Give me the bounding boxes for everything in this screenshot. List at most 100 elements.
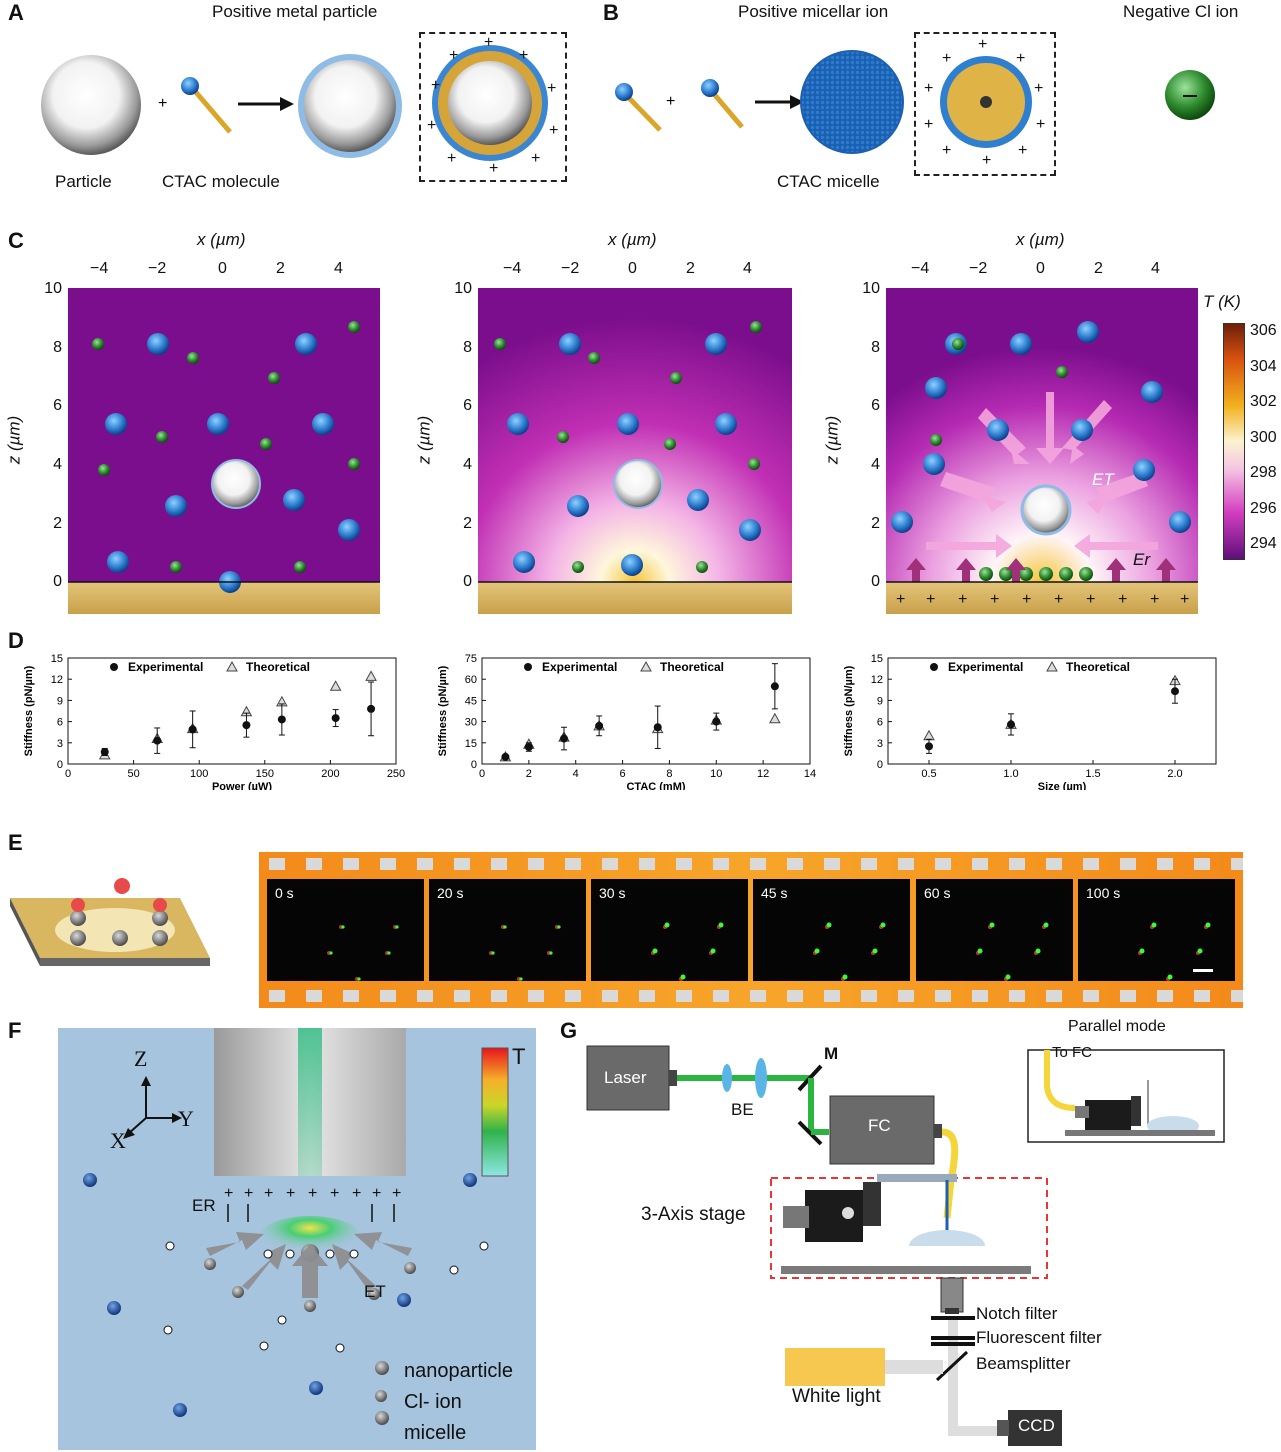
c2-x-ticks: −4 −2 0 2 4: [478, 260, 790, 280]
f-axis-x: X: [110, 1128, 126, 1153]
y-tick-label: 12: [871, 674, 883, 686]
green-spot: [1035, 948, 1041, 954]
film-hole: [306, 858, 322, 870]
c1-z-tick: 2: [53, 515, 62, 532]
x-tick-label: 200: [321, 768, 339, 780]
film-hole: [528, 990, 544, 1002]
green-spot: [329, 951, 333, 955]
c2-z-tick: 8: [463, 339, 472, 356]
experimental-point: [925, 742, 933, 751]
c1-x-tick: −2: [148, 260, 167, 277]
c2-z-tick: 10: [454, 280, 472, 297]
svg-text:+: +: [990, 591, 999, 608]
svg-text:+: +: [224, 1185, 233, 1202]
film-hole: [1231, 990, 1243, 1002]
experimental-point: [501, 752, 510, 761]
f-er-label: ER: [192, 1196, 216, 1215]
legend-theo-label: Theoretical: [1066, 660, 1130, 674]
stage-label: 3-Axis stage: [641, 1204, 746, 1225]
cbar-tick: 306: [1250, 322, 1277, 339]
panel-label-e: E: [8, 830, 23, 855]
electrostatic-arrows: [906, 558, 1176, 582]
x-tick-label: 50: [127, 768, 139, 780]
film-hole: [676, 990, 692, 1002]
frame-time: 100 s: [1086, 885, 1121, 901]
f-axis-y: Y: [178, 1106, 194, 1131]
c2-z-tick: 0: [463, 573, 472, 590]
legend-theo-marker: [226, 660, 238, 672]
et-text: ET: [1092, 470, 1114, 489]
c3-simulation: ++++ ++++ ++: [886, 288, 1198, 614]
f-et-label: ET: [364, 1282, 386, 1301]
experimental-point: [100, 747, 109, 756]
y-axis-label: Stiffness (pN/µm): [437, 665, 449, 756]
film-hole: [787, 858, 803, 870]
svg-text:+: +: [158, 95, 167, 112]
cbar-tick: 296: [1250, 500, 1277, 517]
svg-text:+: +: [1054, 591, 1063, 608]
y-tick-label: 30: [465, 717, 477, 729]
cbar-tick: 294: [1250, 535, 1277, 552]
film-hole: [454, 990, 470, 1002]
cl-ions: [163, 1241, 489, 1353]
film-hole: [750, 990, 766, 1002]
c1-z-tick: 8: [53, 339, 62, 356]
film-hole: [491, 990, 507, 1002]
c3-et-label: ET: [1092, 470, 1114, 490]
film-hole: [898, 858, 914, 870]
panel-b-illustration: +: [615, 50, 1215, 154]
green-spot: [1005, 974, 1011, 980]
colorbar-ticks: 306 304 302 300 298 296 294: [1250, 322, 1280, 562]
svg-text:+: +: [958, 591, 967, 608]
panel-label-d: D: [8, 628, 24, 653]
micelles: [204, 1258, 416, 1425]
fc-label: FC: [868, 1116, 891, 1135]
film-hole: [1120, 858, 1136, 870]
reaction-arrow: [238, 97, 294, 111]
svg-text:+: +: [1180, 591, 1189, 608]
green-spot: [989, 922, 995, 928]
ctac-molecule-2: [701, 79, 744, 129]
film-hole: [528, 858, 544, 870]
x-tick-label: 2.0: [1167, 768, 1182, 780]
green-spot: [664, 922, 670, 928]
c1-x-tick: −4: [90, 260, 109, 277]
c3-z-tick: 2: [871, 515, 880, 532]
thermophoretic-arrows: [206, 1232, 412, 1298]
experimental-point: [770, 682, 779, 691]
svg-text:+: +: [1150, 591, 1159, 608]
y-tick-label: 0: [471, 759, 477, 771]
c2-x-tick: 2: [686, 260, 695, 277]
svg-text:+: +: [1086, 591, 1095, 608]
experimental-point: [367, 704, 376, 713]
svg-text:+: +: [308, 1185, 317, 1202]
green-spot: [826, 922, 832, 928]
coated-particle-detail: [432, 45, 548, 161]
c1-z-tick: 4: [53, 456, 62, 473]
film-hole: [639, 858, 655, 870]
film-hole: [454, 858, 470, 870]
frame-time: 30 s: [599, 885, 626, 901]
x-axis-label: Size (µm): [1038, 781, 1087, 790]
bare-particle: [41, 55, 141, 155]
experimental-point: [188, 725, 197, 734]
colorbar-title: T (K): [1203, 292, 1241, 311]
film-hole: [1009, 858, 1025, 870]
green-spot: [1197, 948, 1203, 954]
experimental-point: [524, 743, 533, 752]
c1-z-tick: 6: [53, 397, 62, 414]
micelle-cross-section: [940, 56, 1032, 148]
cbar-tick: 302: [1250, 393, 1277, 410]
fluor-label: Fluorescent filter: [976, 1328, 1102, 1347]
ccd-box: [1008, 1410, 1062, 1446]
film-hole: [1120, 990, 1136, 1002]
c2-z-ticks: 10 8 6 4 2 0: [446, 280, 472, 600]
cbar-tick: 304: [1250, 358, 1277, 375]
c3-x-tick: 2: [1094, 260, 1103, 277]
x-tick-label: 12: [757, 768, 769, 780]
y-tick-label: 6: [877, 717, 883, 729]
plot-frame: [481, 657, 811, 765]
experimental-point: [560, 734, 568, 743]
film-hole: [306, 990, 322, 1002]
